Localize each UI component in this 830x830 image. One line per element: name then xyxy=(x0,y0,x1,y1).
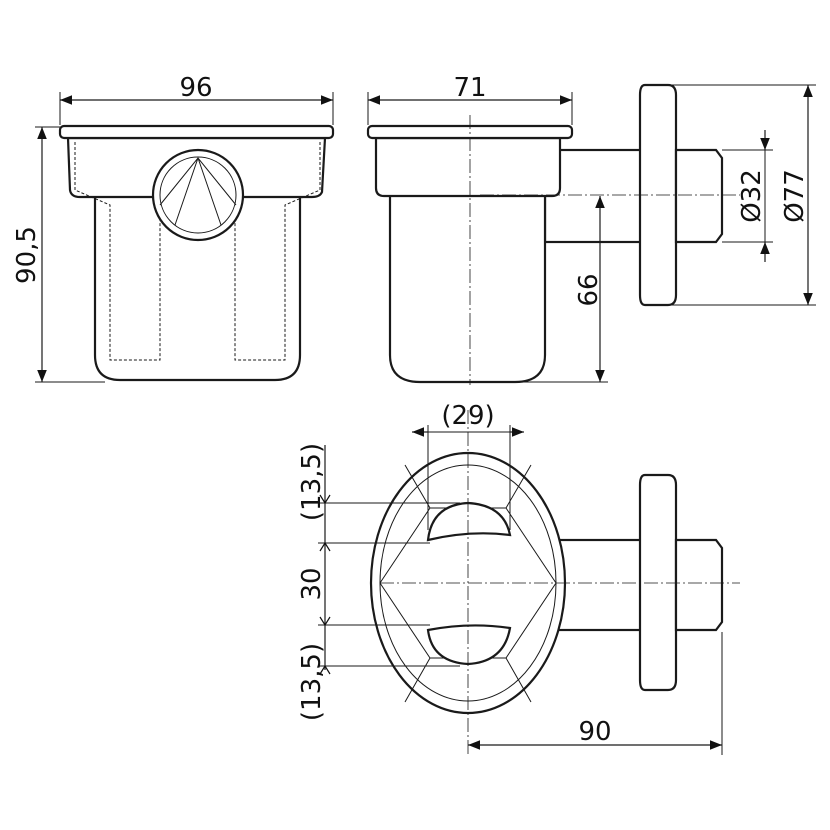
top-view: (29) (13,5) 30 (13,5) 90 xyxy=(297,401,740,755)
dim-nozzle-diameter: Ø32 xyxy=(737,169,767,223)
dim-side-width: 71 xyxy=(453,73,486,103)
dim-flange-diameter: Ø77 xyxy=(780,169,810,223)
dim-total-depth: 90 xyxy=(578,717,611,747)
dim-outlet-width: (29) xyxy=(441,401,494,431)
dim-outlet-spacing: 30 xyxy=(297,567,327,600)
dim-front-height: 90,5 xyxy=(12,226,42,284)
dim-outlet-top: (13,5) xyxy=(297,443,327,521)
dim-outlet-bottom: (13,5) xyxy=(297,643,327,721)
front-view: 96 90,5 xyxy=(12,73,335,383)
dim-axis-height: 66 xyxy=(574,273,604,306)
side-view: 71 66 Ø32 Ø77 xyxy=(366,73,816,385)
dim-front-width: 96 xyxy=(179,73,212,103)
